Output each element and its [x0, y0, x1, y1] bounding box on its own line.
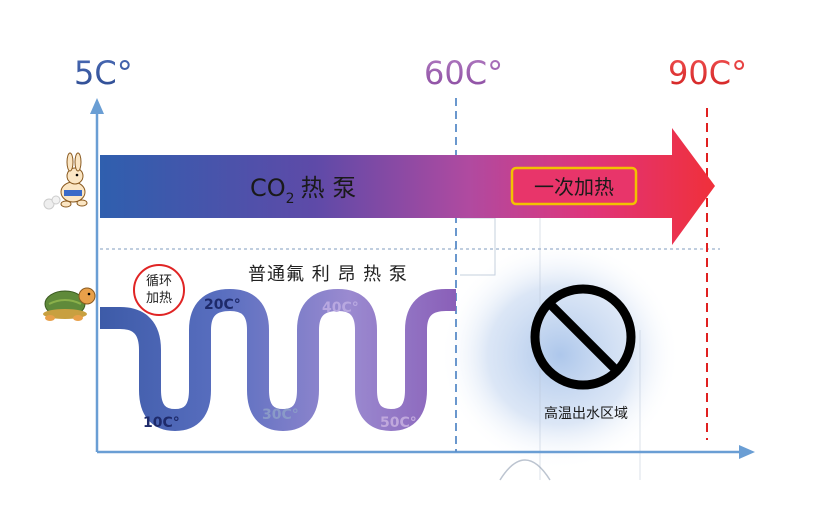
temp-label-end: 90C°	[668, 54, 747, 92]
y-axis-arrowhead	[90, 98, 104, 114]
cycle-heating-line1: 循环	[146, 274, 172, 289]
cycle-heating-line2: 加热	[146, 291, 172, 306]
x-axis-arrowhead	[739, 445, 755, 459]
freon-wave	[100, 288, 456, 432]
freon-label: 普通氟 利 昂 热 泵	[248, 264, 408, 285]
cycle-heating-badge	[133, 264, 185, 316]
turtle-icon	[43, 287, 96, 321]
wave-temp-10: 10C°	[143, 415, 180, 431]
prohibited-icon	[530, 284, 636, 390]
wave-temp-50: 50C°	[380, 415, 417, 431]
wave-temp-30: 30C°	[262, 407, 299, 423]
temp-label-mid: 60C°	[424, 54, 503, 92]
wave-temp-40: 40C°	[322, 300, 359, 316]
wave-temp-20: 20C°	[204, 297, 241, 313]
high-temp-zone-label: 高温出水区域	[544, 405, 628, 422]
primary-heating-label: 一次加热	[534, 175, 614, 199]
co2-band-arrow	[100, 128, 715, 245]
rabbit-icon	[43, 152, 88, 210]
high-temp-glow	[440, 240, 680, 470]
temp-label-start: 5C°	[74, 54, 133, 92]
primary-heating-box	[510, 166, 638, 206]
